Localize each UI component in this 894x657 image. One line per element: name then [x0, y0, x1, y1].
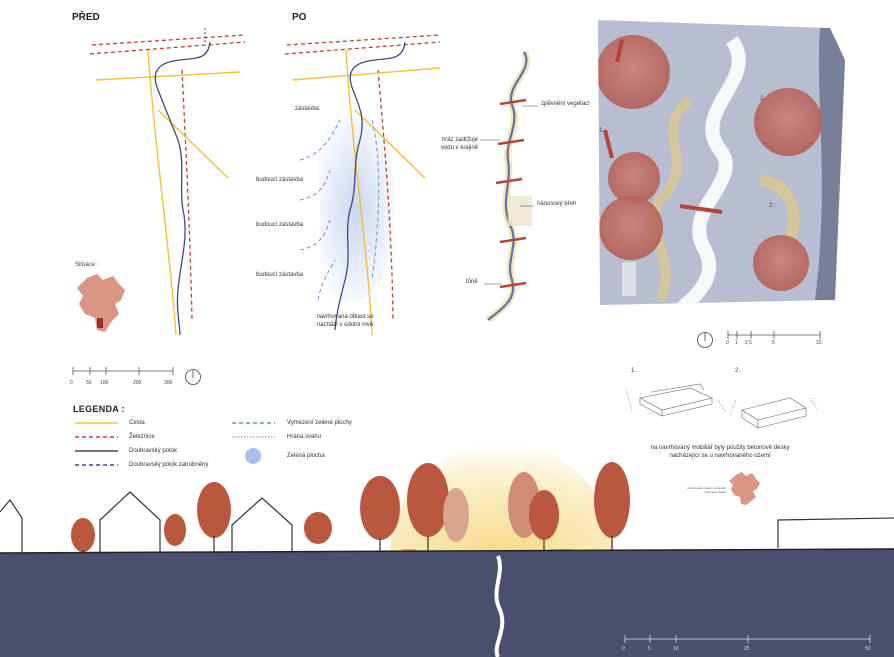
label-future-1: budoucí zástavba: [256, 177, 304, 183]
legend-item-road: Cesta: [129, 420, 145, 426]
plan-marker-2a: 2.: [760, 96, 766, 102]
scale-3-tick-0: 0: [622, 646, 625, 652]
scale-bar-2: [727, 331, 821, 339]
label-proposed-area: navrhovaná oblast se nachází v údolní ni…: [316, 314, 374, 328]
situation-shape: [77, 274, 125, 332]
scale-1-tick-1: 50: [86, 380, 92, 386]
scale-2-tick-1: 1: [735, 340, 738, 346]
label-future-3: budoucí zástavba: [256, 272, 304, 278]
plan-marker-1: 1.: [599, 128, 605, 134]
label-vegetation: zpěvnění vegetací: [541, 101, 590, 107]
scale-1-tick-2: 100: [100, 380, 109, 386]
legend-item-slope-edge: Hrana svahu: [287, 434, 322, 440]
legend-item-stream: Doubravský potok: [129, 448, 178, 454]
label-built: zástavba: [295, 106, 320, 112]
label-pools: tůně: [466, 279, 478, 285]
scale-3-tick-3: 25: [744, 646, 750, 652]
plan-marker-2b: 2.: [769, 203, 775, 209]
furniture-number-1: 1.: [631, 368, 637, 374]
legend-item-stream-piped: Doubravský potok zatrubněný: [129, 462, 209, 468]
legend-item-green-boundary: Vymezení zelené plochy: [287, 420, 352, 426]
scale-1-tick-3: 200: [133, 380, 142, 386]
heading-before: PŘED: [72, 12, 100, 23]
furniture-caption: na navrhovaný mobiliář byly použity beto…: [650, 445, 790, 459]
heading-after: PO: [292, 12, 307, 23]
north-arrow-2-icon: [697, 332, 713, 348]
furniture-number-2: 2.: [735, 368, 741, 374]
legend-item-railway: Železnice: [129, 434, 155, 440]
label-bank: nánosový břeh: [537, 201, 577, 207]
legend-item-green-area: Zelená plocha: [287, 453, 325, 459]
scale-2-tick-0: 0: [726, 340, 729, 346]
scale-3-tick-4: 50: [865, 646, 871, 652]
inset-note: navrhované území a původní betonové desk…: [687, 486, 726, 494]
scale-1-tick-4: 300: [164, 380, 173, 386]
scale-3-tick-1: 5: [648, 646, 651, 652]
scale-2-tick-4: 10: [816, 340, 822, 346]
scale-1-tick-0: 0: [70, 380, 73, 386]
situation-label: Situace :: [75, 262, 99, 268]
scale-2-tick-3: 5: [772, 340, 775, 346]
north-arrow-icon: [185, 369, 201, 385]
scale-3-tick-2: 10: [673, 646, 679, 652]
label-dam: hráz zadržuje vodu v krajině: [440, 137, 478, 151]
scale-2-tick-2: 2,5: [745, 340, 752, 346]
scale-bar-1: [72, 367, 174, 375]
label-future-2: budoucí zástavba: [256, 222, 304, 228]
legend-title: LEGENDA :: [73, 404, 125, 414]
inset-map: [729, 472, 760, 505]
